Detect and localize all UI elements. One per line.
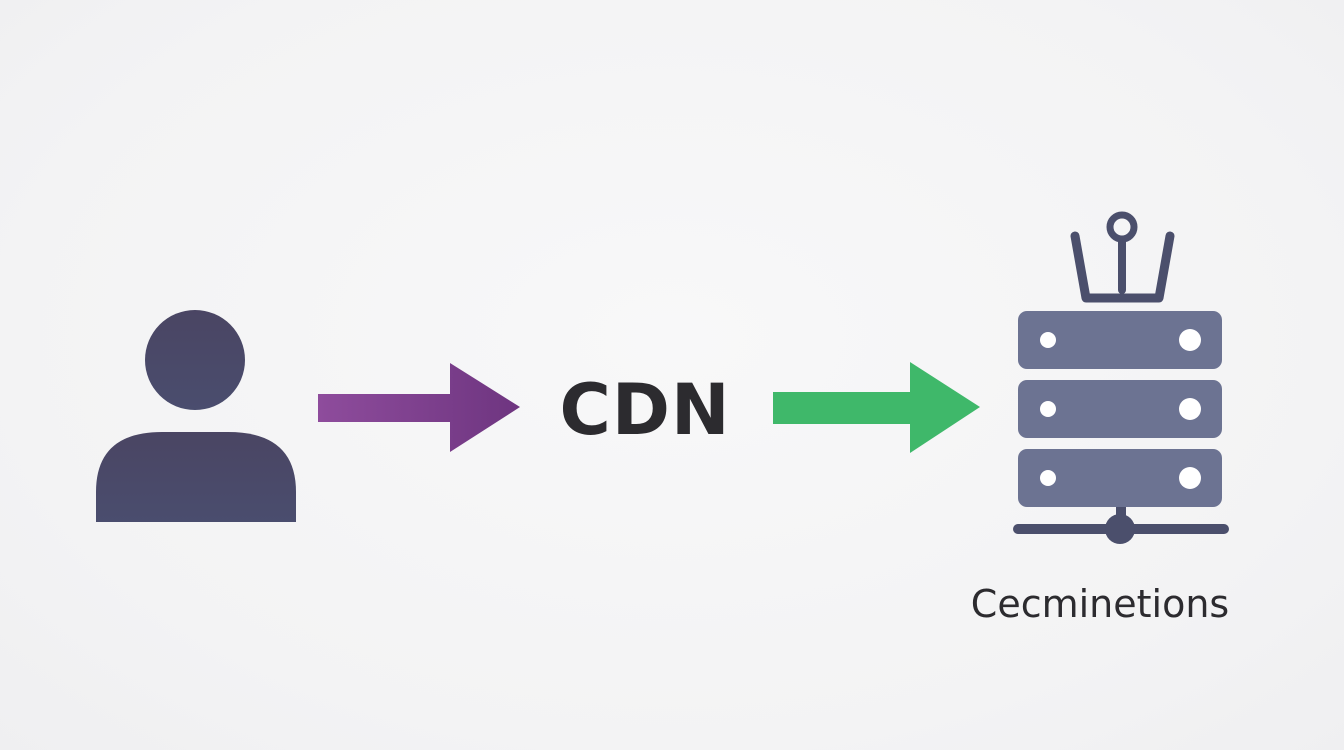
cdn-label: CDN: [559, 369, 731, 451]
arrow-cdn-to-server-shape: [773, 362, 980, 453]
user-icon: [96, 310, 296, 522]
arrow-cdn-to-server: [773, 362, 980, 453]
network-base-icon: [1013, 507, 1229, 544]
user-icon-body: [96, 432, 296, 522]
server-rack-icon: [1013, 211, 1229, 544]
server-caption: Cecminetions: [970, 582, 1230, 626]
antenna-icon: [1070, 211, 1175, 303]
arrow-user-to-cdn: [318, 363, 520, 452]
server-unit-2: [1018, 380, 1222, 438]
server-unit-1: [1018, 311, 1222, 369]
server-unit-3: [1018, 449, 1222, 507]
user-icon-head: [145, 310, 245, 410]
arrow-user-to-cdn-shape: [318, 363, 520, 452]
